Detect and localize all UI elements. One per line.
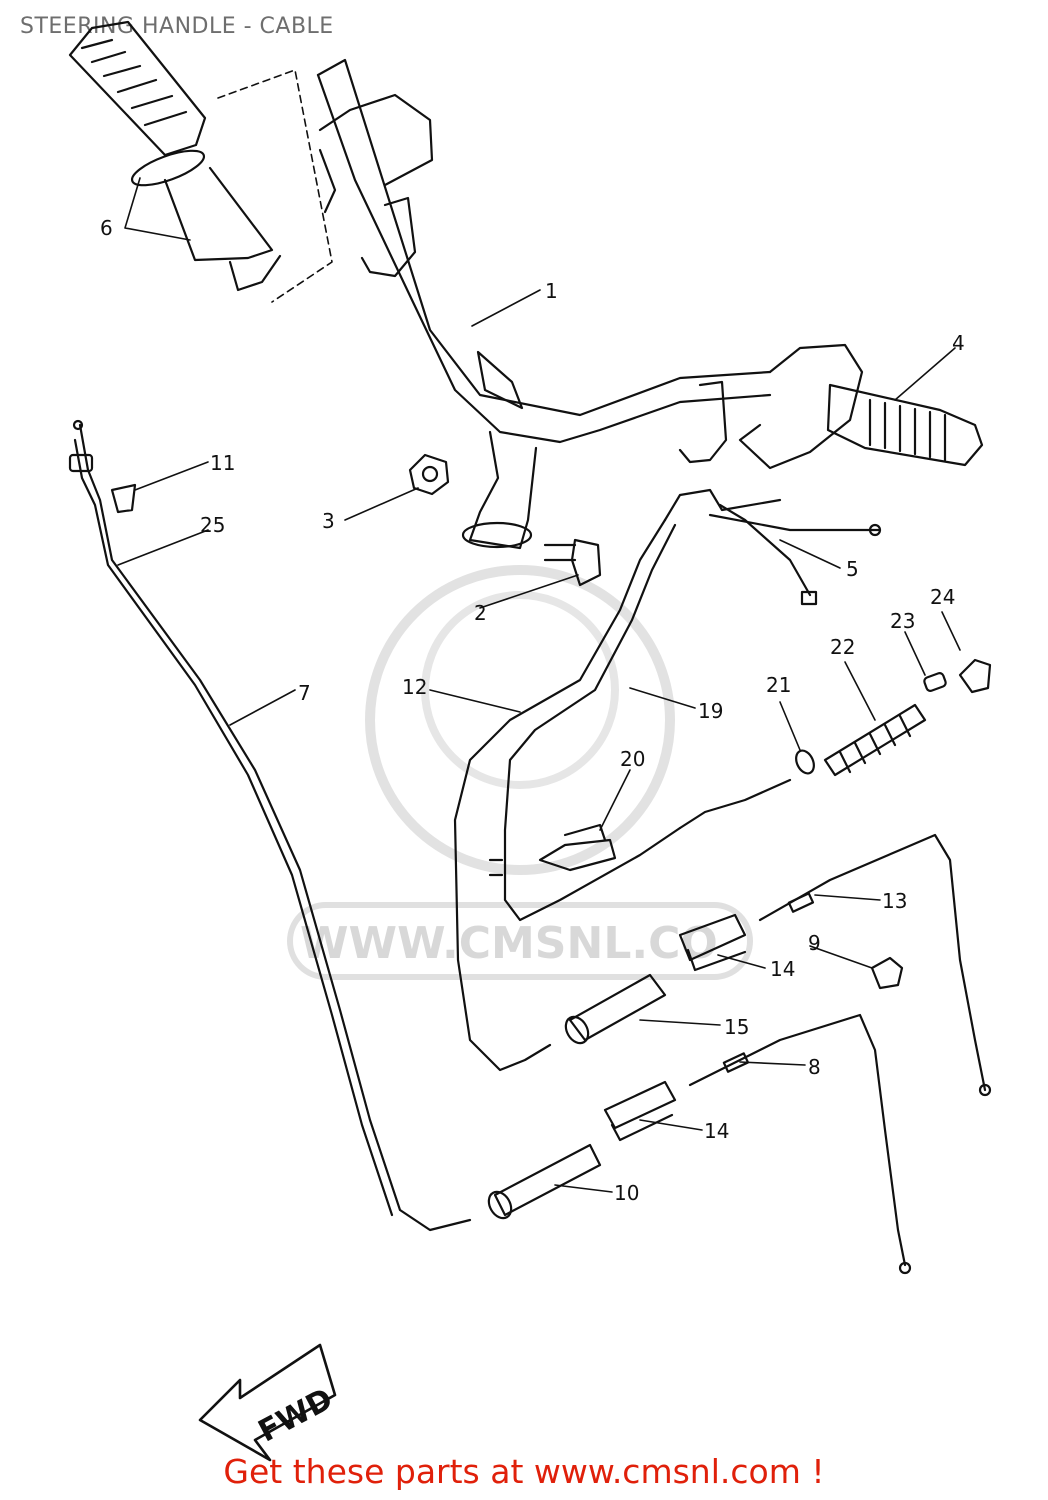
cable-adjuster: [678, 658, 992, 830]
holder-14-lower: [487, 1080, 677, 1220]
holder-14-upper: [564, 913, 747, 1045]
watermark: WWW.CMSNL.CO: [287, 565, 753, 980]
part-label-15: 15: [724, 1015, 749, 1039]
cable-13: [758, 833, 992, 1097]
part-label-11: 11: [210, 451, 235, 475]
page-title: STEERING HANDLE - CABLE: [20, 14, 334, 39]
part-label-4: 4: [952, 331, 965, 355]
footer-link[interactable]: Get these parts at www.cmsnl.com !: [223, 1452, 825, 1491]
bolt-9: [870, 956, 904, 990]
part-label-20: 20: [620, 747, 645, 771]
part-label-14-upper: 14: [770, 957, 795, 981]
grip-bracket: [217, 69, 333, 303]
part-label-23: 24: [930, 585, 955, 609]
part-label-12: 12: [402, 675, 427, 699]
part-label-10: 10: [614, 1181, 639, 1205]
part-label-6: 6: [100, 216, 113, 240]
part-label-2: 2: [474, 601, 487, 625]
cable-8: [688, 1013, 912, 1275]
part-labels: 6 1 4 11 25 3 2 5 7 12 19 20 21 22 23 24…: [100, 216, 965, 1205]
left-grip: [68, 20, 282, 292]
part-label-21: 21: [766, 673, 791, 697]
nut-bolt: [408, 453, 602, 587]
part-label-13: 13: [882, 889, 907, 913]
watermark-text: WWW.CMSNL.CO: [300, 918, 718, 969]
part-label-7: 7: [298, 681, 311, 705]
part-label-22: 22: [830, 635, 855, 659]
part-label-5: 5: [846, 557, 859, 581]
part-label-14-lower: 14: [704, 1119, 729, 1143]
part-label-3: 3: [322, 509, 335, 533]
throttle-cable: [453, 518, 682, 1072]
part-label-9: 9: [808, 931, 821, 955]
clutch-cable: [68, 419, 472, 1232]
fwd-label: FWD: [253, 1382, 339, 1450]
throttle-housing: [678, 343, 984, 470]
fwd-arrow: [198, 1343, 337, 1462]
part-label-1: 1: [545, 279, 558, 303]
part-label-24: 23: [890, 609, 915, 633]
part-label-8: 8: [808, 1055, 821, 1079]
part-label-25: 25: [200, 513, 225, 537]
handlebar: [316, 58, 772, 550]
switch-wiring: [663, 488, 882, 606]
part-label-19: 19: [698, 699, 723, 723]
leader-lines: [117, 177, 961, 1193]
clip: [538, 823, 617, 872]
